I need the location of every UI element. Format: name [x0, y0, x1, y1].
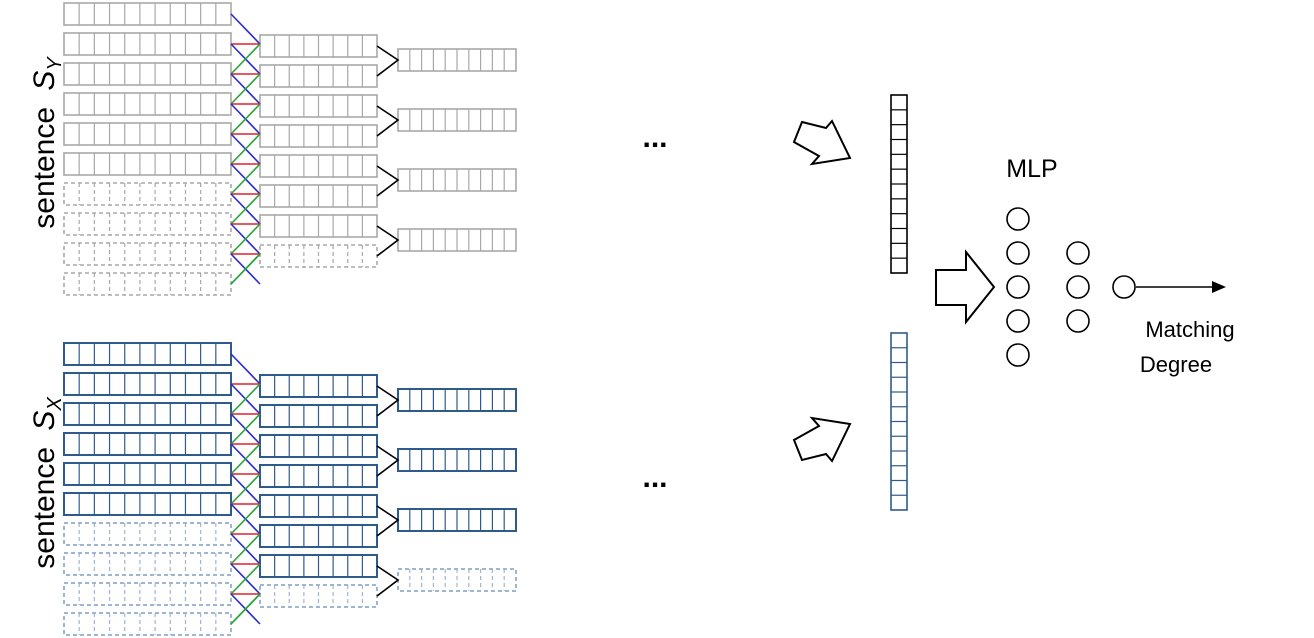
sentence-y-subscript: Y — [44, 56, 66, 71]
layer2-row — [259, 434, 378, 458]
layer3-row — [397, 508, 517, 532]
mlp-node — [1112, 275, 1136, 299]
sentence-y-vector — [890, 94, 908, 274]
sentence-x-label: sentence SX — [28, 397, 66, 569]
mlp-node — [1006, 241, 1030, 265]
convolution-connections — [230, 353, 261, 625]
layer1-row — [63, 2, 232, 26]
layer2-row — [259, 524, 378, 548]
output-label-line1: Matching — [1145, 317, 1234, 342]
layer1-row — [63, 552, 232, 576]
layer2-row — [259, 124, 378, 148]
layer1-row — [63, 242, 232, 266]
mlp-node — [1006, 343, 1030, 367]
layer3-row — [397, 568, 517, 592]
layer1-row — [63, 432, 232, 456]
layer3-row — [397, 448, 517, 472]
layer1-row — [63, 342, 232, 366]
pooling-connections — [376, 45, 400, 257]
mlp-node — [1006, 309, 1030, 333]
mlp-node — [1006, 275, 1030, 299]
arrow-into-mlp — [935, 249, 996, 325]
layer1-row — [63, 122, 232, 146]
sentence-x-vector — [890, 332, 908, 511]
mlp-node — [1066, 309, 1090, 333]
arrow-top-to-vector — [792, 119, 852, 166]
ellipsis-top: ... — [642, 121, 667, 154]
layer1-row — [63, 92, 232, 116]
layer1-row — [63, 402, 232, 426]
layer3-row — [397, 228, 517, 252]
layer2-row — [259, 244, 378, 268]
layer2-row — [259, 154, 378, 178]
layer3-row — [397, 168, 517, 192]
sentence-x-symbol: S — [28, 411, 61, 431]
sentence-y-word: sentence — [28, 107, 61, 229]
layer3-row — [397, 388, 517, 412]
layer1-row — [63, 522, 232, 546]
layer2-row — [259, 34, 378, 58]
mlp-label: MLP — [1006, 155, 1057, 183]
layer1-row — [63, 152, 232, 176]
layer3-row — [397, 108, 517, 132]
pooling-connections — [376, 385, 400, 597]
layer1-row — [63, 32, 232, 56]
layer1-row — [63, 62, 232, 86]
sentence-x-word: sentence — [28, 447, 61, 569]
layer2-row — [259, 374, 378, 398]
layer1-row — [63, 582, 232, 606]
layer2-row — [259, 214, 378, 238]
layer2-row — [259, 64, 378, 88]
layer2-row — [259, 404, 378, 428]
layer1-row — [63, 272, 232, 296]
mlp-node — [1006, 207, 1030, 231]
layer3-row — [397, 48, 517, 72]
layer1-row — [63, 182, 232, 206]
layer2-row — [259, 554, 378, 578]
layer1-row — [63, 212, 232, 236]
mlp-node — [1066, 241, 1090, 265]
arrow-bottom-to-vector — [792, 416, 852, 463]
mlp-network — [1006, 207, 1136, 367]
layer2-row — [259, 494, 378, 518]
layer2-row — [259, 464, 378, 488]
output-label-line2: Degree — [1140, 352, 1212, 377]
sentence-y-convolution-stack — [63, 2, 517, 296]
layer1-row — [63, 492, 232, 516]
sentence-x-convolution-stack — [63, 342, 517, 636]
layer1-row — [63, 462, 232, 486]
layer2-row — [259, 94, 378, 118]
layer1-row — [63, 612, 232, 636]
mlp-node — [1066, 275, 1090, 299]
sentence-x-subscript: X — [44, 397, 66, 412]
sentence-y-symbol: S — [28, 71, 61, 91]
layer1-row — [63, 372, 232, 396]
convolution-connections — [230, 13, 261, 285]
layer2-row — [259, 184, 378, 208]
layer2-row — [259, 584, 378, 608]
ellipsis-bottom: ... — [642, 461, 667, 494]
output-arrow-head — [1212, 281, 1226, 293]
sentence-y-label: sentence SY — [28, 56, 66, 229]
